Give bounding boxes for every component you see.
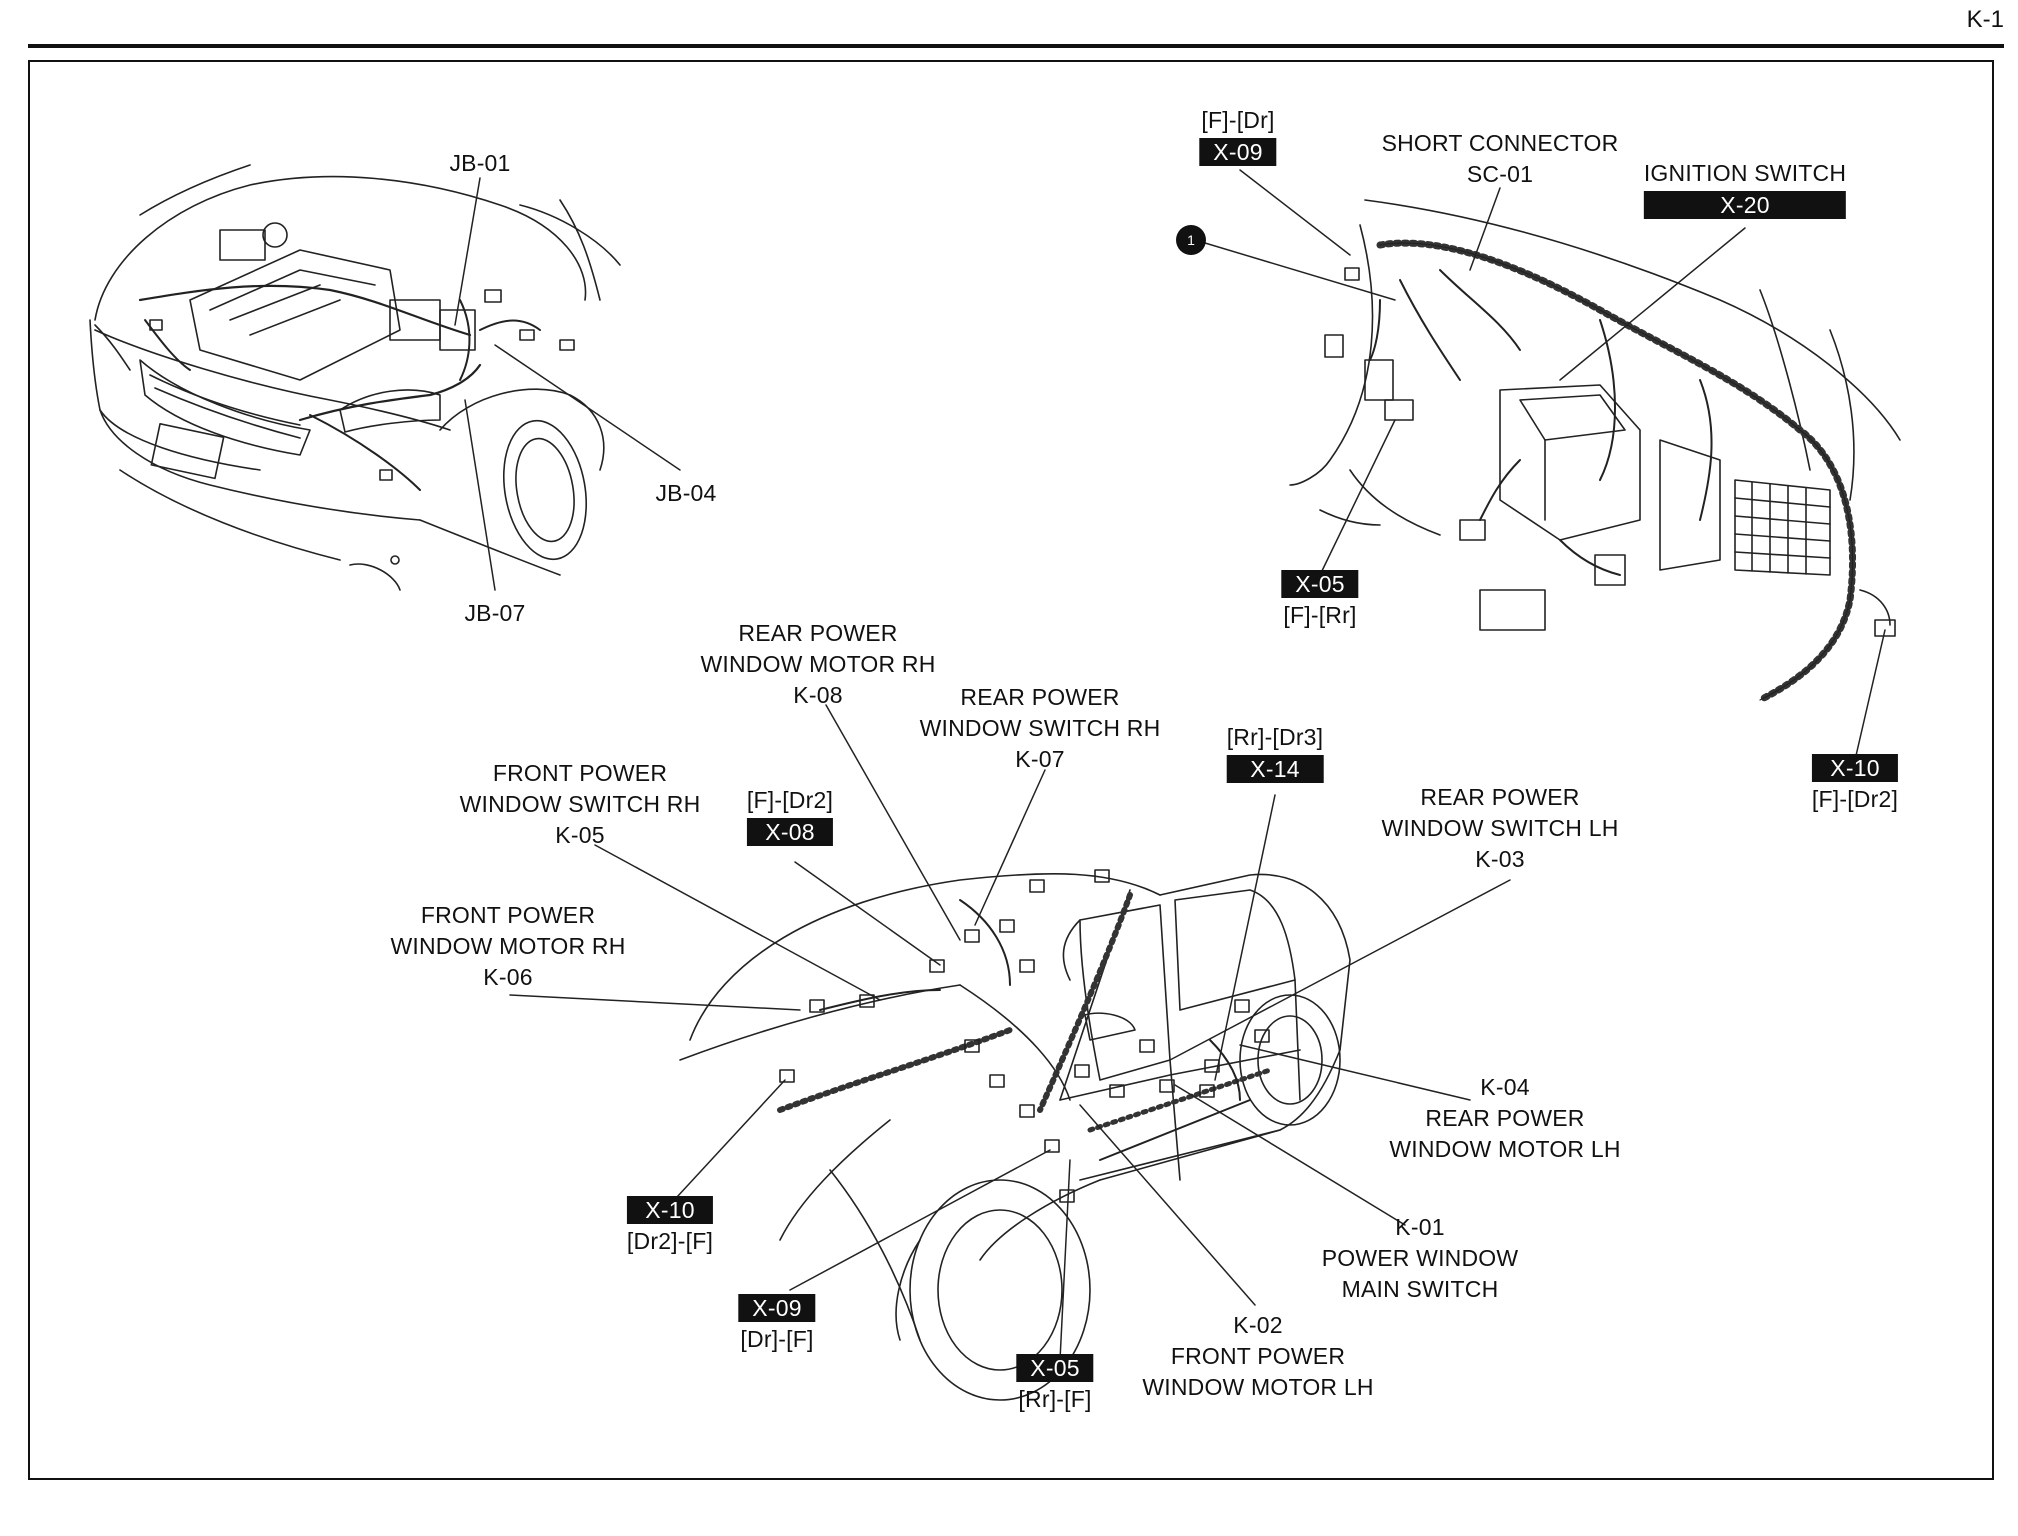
- jb-07-code: JB-07: [464, 600, 526, 626]
- short-connector-line1: SHORT CONNECTOR: [1381, 130, 1619, 156]
- k05-label: FRONT POWER WINDOW SWITCH RH K-05: [460, 758, 701, 851]
- short-connector-code: SC-01: [1466, 161, 1534, 187]
- dashboard-illustration: [1289, 199, 1901, 704]
- car-body-illustration: [679, 869, 1351, 1401]
- x09-dash-tag: X-09: [1199, 138, 1277, 166]
- x14-tag: X-14: [1226, 755, 1324, 783]
- x10-dash-tag: X-10: [1811, 754, 1899, 782]
- x05-body-route: [Rr]-[F]: [1018, 1386, 1092, 1412]
- k07-line1: REAR POWER: [960, 684, 1120, 710]
- x09-dash-callout: [F]-[Dr] X-09: [1199, 105, 1277, 168]
- leader-lines: [454, 169, 1886, 1361]
- k04-line2: WINDOW MOTOR LH: [1389, 1136, 1621, 1162]
- k05-line1: FRONT POWER: [492, 760, 668, 786]
- jb-01-label: JB-01: [449, 148, 510, 179]
- k01-label: K-01 POWER WINDOW MAIN SWITCH: [1322, 1212, 1519, 1305]
- k07-code: K-07: [1015, 746, 1065, 772]
- x20-tag: X-20: [1643, 191, 1847, 219]
- k06-line1: FRONT POWER: [420, 902, 596, 928]
- k03-code: K-03: [1475, 846, 1525, 872]
- k05-code: K-05: [555, 822, 605, 848]
- diagram-frame: [28, 60, 1994, 1480]
- x05-dash-route: [F]-[Rr]: [1283, 602, 1357, 628]
- x05-dash-tag: X-05: [1281, 570, 1359, 598]
- x08-tag: X-08: [746, 818, 834, 846]
- jb-07-label: JB-07: [464, 598, 525, 629]
- x05-body-callout: X-05 [Rr]-[F]: [1016, 1352, 1094, 1415]
- k03-line1: REAR POWER: [1420, 784, 1580, 810]
- k03-label: REAR POWER WINDOW SWITCH LH K-03: [1381, 782, 1618, 875]
- k08-line2: WINDOW MOTOR RH: [700, 651, 936, 677]
- x09-dash-route: [F]-[Dr]: [1201, 107, 1275, 133]
- k04-label: K-04 REAR POWER WINDOW MOTOR LH: [1389, 1072, 1620, 1165]
- k07-label: REAR POWER WINDOW SWITCH RH K-07: [920, 682, 1161, 775]
- header-rule: [28, 44, 2004, 48]
- callout-bullet-1: 1: [1176, 225, 1206, 255]
- k08-label: REAR POWER WINDOW MOTOR RH K-08: [700, 618, 935, 711]
- x09-body-tag: X-09: [738, 1294, 816, 1322]
- x05-body-tag: X-05: [1016, 1354, 1094, 1382]
- x05-dash-callout: X-05 [F]-[Rr]: [1281, 568, 1359, 631]
- k04-code: K-04: [1480, 1074, 1530, 1100]
- x08-callout: [F]-[Dr2] X-08: [746, 785, 834, 848]
- k02-line2: WINDOW MOTOR LH: [1142, 1374, 1374, 1400]
- engine-bay-illustration: [89, 164, 621, 591]
- k03-line2: WINDOW SWITCH LH: [1381, 815, 1619, 841]
- x10-dash-callout: X-10 [F]-[Dr2]: [1811, 752, 1899, 815]
- jb-04-code: JB-04: [655, 480, 717, 506]
- k08-code: K-08: [793, 682, 843, 708]
- x10-body-tag: X-10: [626, 1196, 714, 1224]
- k01-code: K-01: [1395, 1214, 1445, 1240]
- k01-line1: POWER WINDOW: [1321, 1245, 1519, 1271]
- x10-body-callout: X-10 [Dr2]-[F]: [626, 1194, 714, 1257]
- k07-line2: WINDOW SWITCH RH: [919, 715, 1161, 741]
- ignition-switch-name: IGNITION SWITCH: [1643, 160, 1847, 186]
- k06-code: K-06: [483, 964, 533, 990]
- x09-body-callout: X-09 [Dr]-[F]: [738, 1292, 816, 1355]
- x14-callout: [Rr]-[Dr3] X-14: [1226, 722, 1324, 785]
- x10-dash-route: [F]-[Dr2]: [1811, 786, 1899, 812]
- x09-body-route: [Dr]-[F]: [740, 1326, 814, 1352]
- x08-route: [F]-[Dr2]: [746, 787, 834, 813]
- x10-body-route: [Dr2]-[F]: [626, 1228, 714, 1254]
- k06-line2: WINDOW MOTOR RH: [390, 933, 626, 959]
- k01-line2: MAIN SWITCH: [1341, 1276, 1499, 1302]
- ignition-switch-callout: IGNITION SWITCH X-20: [1643, 158, 1847, 221]
- k02-code: K-02: [1233, 1312, 1283, 1338]
- k05-line2: WINDOW SWITCH RH: [459, 791, 701, 817]
- short-connector-label: SHORT CONNECTOR SC-01: [1382, 128, 1619, 190]
- jb-01-code: JB-01: [449, 150, 511, 176]
- jb-04-label: JB-04: [655, 478, 716, 509]
- k06-label: FRONT POWER WINDOW MOTOR RH K-06: [390, 900, 625, 993]
- k02-line1: FRONT POWER: [1170, 1343, 1346, 1369]
- page-number: K-1: [1966, 6, 2004, 33]
- k04-line1: REAR POWER: [1425, 1105, 1585, 1131]
- k02-label: K-02 FRONT POWER WINDOW MOTOR LH: [1142, 1310, 1373, 1403]
- x14-route: [Rr]-[Dr3]: [1226, 724, 1324, 750]
- k08-line1: REAR POWER: [738, 620, 898, 646]
